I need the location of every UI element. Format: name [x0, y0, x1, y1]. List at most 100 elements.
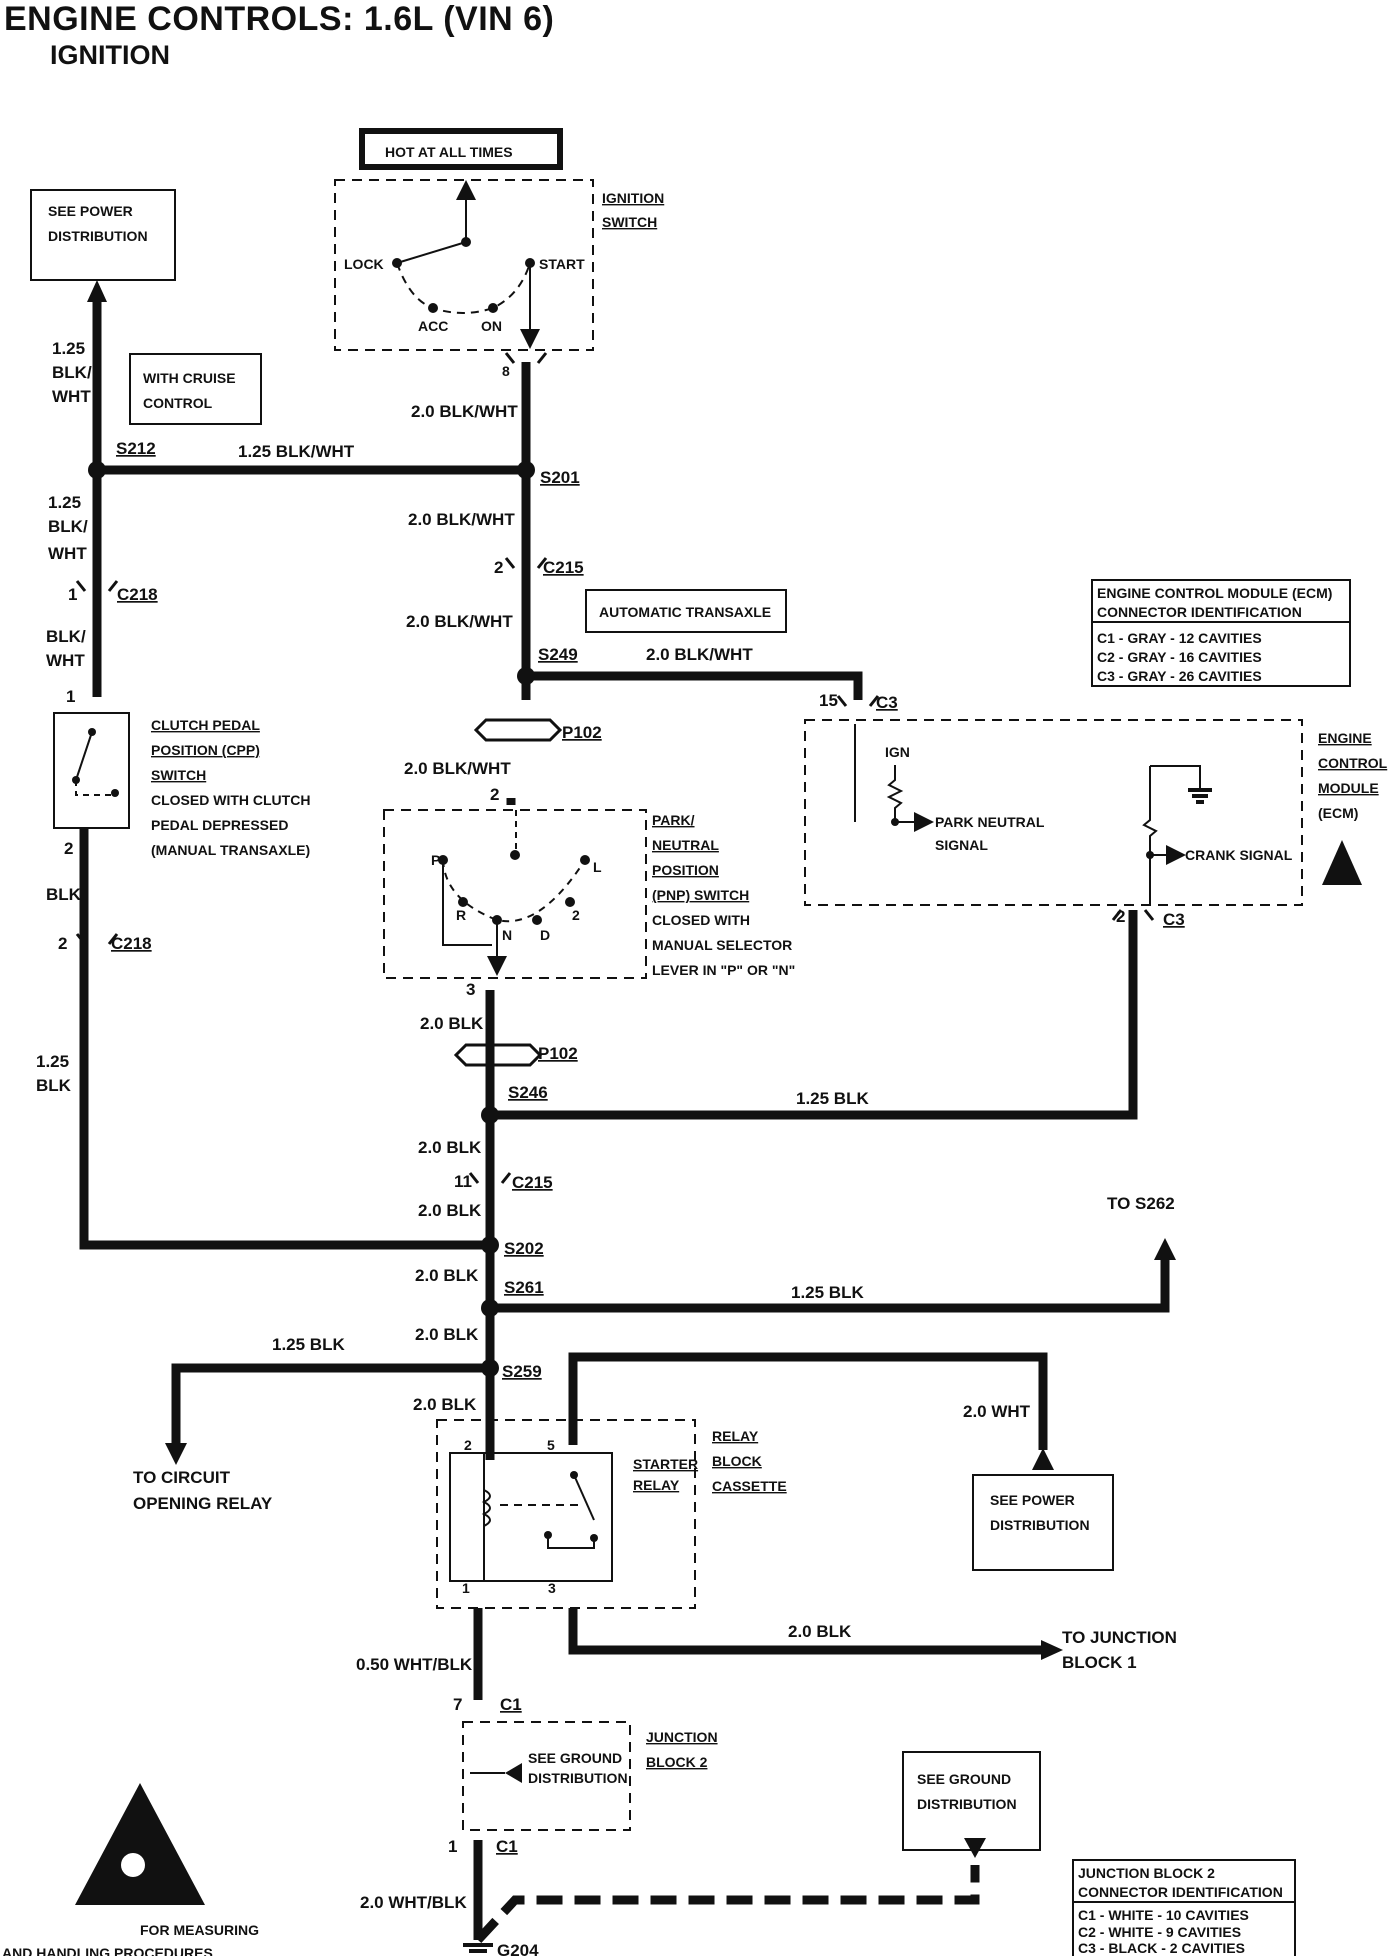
cpp-switch: CLUTCH PEDAL POSITION (CPP) SWITCH CLOSE…: [53, 712, 310, 858]
svg-text:BLOCK 1: BLOCK 1: [1062, 1653, 1137, 1672]
starter-relay-block: STARTER RELAY RELAY BLOCK CASSETTE: [436, 1419, 787, 1609]
svg-text:1: 1: [66, 687, 75, 706]
svg-text:2: 2: [572, 907, 580, 923]
svg-text:2.0 BLK: 2.0 BLK: [415, 1325, 479, 1344]
svg-text:1.25: 1.25: [48, 493, 81, 512]
svg-text:CLOSED WITH: CLOSED WITH: [652, 912, 750, 928]
svg-text:3: 3: [548, 1580, 556, 1596]
svg-text:DISTRIBUTION: DISTRIBUTION: [990, 1517, 1090, 1533]
svg-text:11: 11: [454, 1172, 472, 1191]
svg-text:15: 15: [819, 691, 838, 710]
svg-text:2.0 BLK: 2.0 BLK: [788, 1622, 852, 1641]
svg-text:PARK NEUTRAL: PARK NEUTRAL: [935, 814, 1045, 830]
svg-text:BLK/: BLK/: [48, 517, 88, 536]
svg-text:RELAY: RELAY: [712, 1428, 759, 1444]
svg-text:2.0 BLK/WHT: 2.0 BLK/WHT: [406, 612, 513, 631]
svg-text:LOCK: LOCK: [344, 256, 384, 272]
svg-text:MANUAL SELECTOR: MANUAL SELECTOR: [652, 937, 792, 953]
svg-text:(PNP) SWITCH: (PNP) SWITCH: [652, 887, 749, 903]
svg-text:1.25: 1.25: [36, 1052, 69, 1071]
esd-warning: FOR MEASURING AND HANDLING PROCEDURES: [2, 1783, 259, 1956]
svg-text:S246: S246: [508, 1083, 548, 1102]
hot-at-all-times-label: HOT AT ALL TIMES: [385, 144, 513, 160]
svg-text:1.25 BLK: 1.25 BLK: [791, 1283, 864, 1302]
svg-text:2.0 BLK: 2.0 BLK: [415, 1266, 479, 1285]
svg-text:JUNCTION: JUNCTION: [646, 1729, 718, 1745]
svg-text:C1 - WHITE - 10 CAVITIES: C1 - WHITE - 10 CAVITIES: [1078, 1907, 1249, 1923]
svg-text:POSITION: POSITION: [652, 862, 719, 878]
svg-text:SEE POWER: SEE POWER: [48, 203, 133, 219]
wire-labels: 8 1.25 BLK/ WHT 2.0 BLK/WHT S212 1.25 BL…: [36, 339, 1185, 1956]
see-power-distribution-box-top: SEE POWER DISTRIBUTION: [30, 189, 176, 281]
page-subtitle: IGNITION: [50, 40, 170, 70]
svg-text:G204: G204: [497, 1941, 539, 1956]
svg-text:WHT: WHT: [52, 387, 91, 406]
svg-text:1.25: 1.25: [52, 339, 85, 358]
svg-text:1.25 BLK/WHT: 1.25 BLK/WHT: [238, 442, 355, 461]
svg-text:1: 1: [68, 585, 77, 604]
svg-text:C3 - GRAY - 26 CAVITIES: C3 - GRAY - 26 CAVITIES: [1097, 668, 1262, 684]
svg-text:TO JUNCTION: TO JUNCTION: [1062, 1628, 1177, 1647]
svg-text:R: R: [456, 907, 466, 923]
jb2-connector-id-box: JUNCTION BLOCK 2 CONNECTOR IDENTIFICATIO…: [1072, 1859, 1296, 1956]
svg-text:5: 5: [547, 1437, 555, 1453]
svg-text:2.0 BLK: 2.0 BLK: [420, 1014, 484, 1033]
svg-text:CONTROL: CONTROL: [143, 395, 213, 411]
ground-dashed-wire: [474, 1865, 980, 1944]
svg-text:WITH CRUISE: WITH CRUISE: [143, 370, 236, 386]
svg-text:2: 2: [64, 839, 73, 858]
svg-text:2.0 BLK/WHT: 2.0 BLK/WHT: [408, 510, 515, 529]
svg-text:DISTRIBUTION: DISTRIBUTION: [528, 1770, 628, 1786]
wires: [79, 298, 1170, 1940]
svg-text:CLOSED WITH CLUTCH: CLOSED WITH CLUTCH: [151, 792, 310, 808]
svg-text:NEUTRAL: NEUTRAL: [652, 837, 719, 853]
ecm-module: IGN PARK NEUTRAL SIGNAL CRANK SIGNAL ENG…: [804, 719, 1388, 906]
svg-text:AUTOMATIC TRANSAXLE: AUTOMATIC TRANSAXLE: [599, 604, 771, 620]
svg-text:BLK: BLK: [46, 885, 82, 904]
svg-text:ON: ON: [481, 318, 502, 334]
svg-text:2.0 BLK/WHT: 2.0 BLK/WHT: [404, 759, 511, 778]
svg-text:2.0 BLK/WHT: 2.0 BLK/WHT: [411, 402, 518, 421]
svg-text:CONNECTOR IDENTIFICATION: CONNECTOR IDENTIFICATION: [1097, 604, 1302, 620]
svg-text:C215: C215: [543, 558, 584, 577]
svg-text:IGN: IGN: [885, 744, 910, 760]
see-power-distribution-box-bottom: SEE POWER DISTRIBUTION: [972, 1474, 1114, 1571]
svg-text:0.50 WHT/BLK: 0.50 WHT/BLK: [356, 1655, 473, 1674]
svg-text:(ECM): (ECM): [1318, 805, 1358, 821]
hot-at-all-times-box: HOT AT ALL TIMES: [359, 128, 563, 170]
svg-text:BLOCK 2: BLOCK 2: [646, 1754, 708, 1770]
svg-text:C218: C218: [117, 585, 158, 604]
svg-text:P102: P102: [538, 1044, 578, 1063]
svg-text:2: 2: [464, 1437, 472, 1453]
svg-text:N: N: [502, 927, 512, 943]
svg-text:CLUTCH PEDAL: CLUTCH PEDAL: [151, 717, 260, 733]
svg-text:S201: S201: [540, 468, 580, 487]
svg-text:START: START: [539, 256, 585, 272]
svg-text:ACC: ACC: [418, 318, 448, 334]
svg-text:C218: C218: [111, 934, 152, 953]
svg-text:7: 7: [453, 1695, 462, 1714]
ignition-switch: IGNITION SWITCH LOCK START ACC ON: [334, 179, 664, 351]
arrowheads: [87, 280, 1176, 1858]
svg-text:FOR MEASURING: FOR MEASURING: [140, 1922, 259, 1938]
svg-text:RELAY: RELAY: [633, 1477, 680, 1493]
svg-text:S259: S259: [502, 1362, 542, 1381]
svg-text:PARK/: PARK/: [652, 812, 695, 828]
svg-text:D: D: [540, 927, 550, 943]
svg-text:C1: C1: [496, 1837, 518, 1856]
svg-text:L: L: [593, 859, 602, 875]
svg-text:CONNECTOR IDENTIFICATION: CONNECTOR IDENTIFICATION: [1078, 1884, 1283, 1900]
svg-text:TO S262: TO S262: [1107, 1194, 1175, 1213]
svg-text:SIGNAL: SIGNAL: [935, 837, 988, 853]
svg-text:3: 3: [466, 980, 475, 999]
junction-block-2: SEE GROUND DISTRIBUTION JUNCTION BLOCK 2: [462, 1721, 718, 1831]
svg-text:1: 1: [462, 1580, 470, 1596]
svg-text:AND HANDLING PROCEDURES: AND HANDLING PROCEDURES: [2, 1945, 213, 1956]
svg-text:C2 - WHITE - 9 CAVITIES: C2 - WHITE - 9 CAVITIES: [1078, 1924, 1241, 1940]
splices: [88, 461, 535, 1377]
svg-text:BLK/: BLK/: [52, 363, 92, 382]
with-cruise-control-box: WITH CRUISE CONTROL: [129, 353, 262, 425]
svg-text:WHT: WHT: [46, 651, 85, 670]
svg-text:S202: S202: [504, 1239, 544, 1258]
